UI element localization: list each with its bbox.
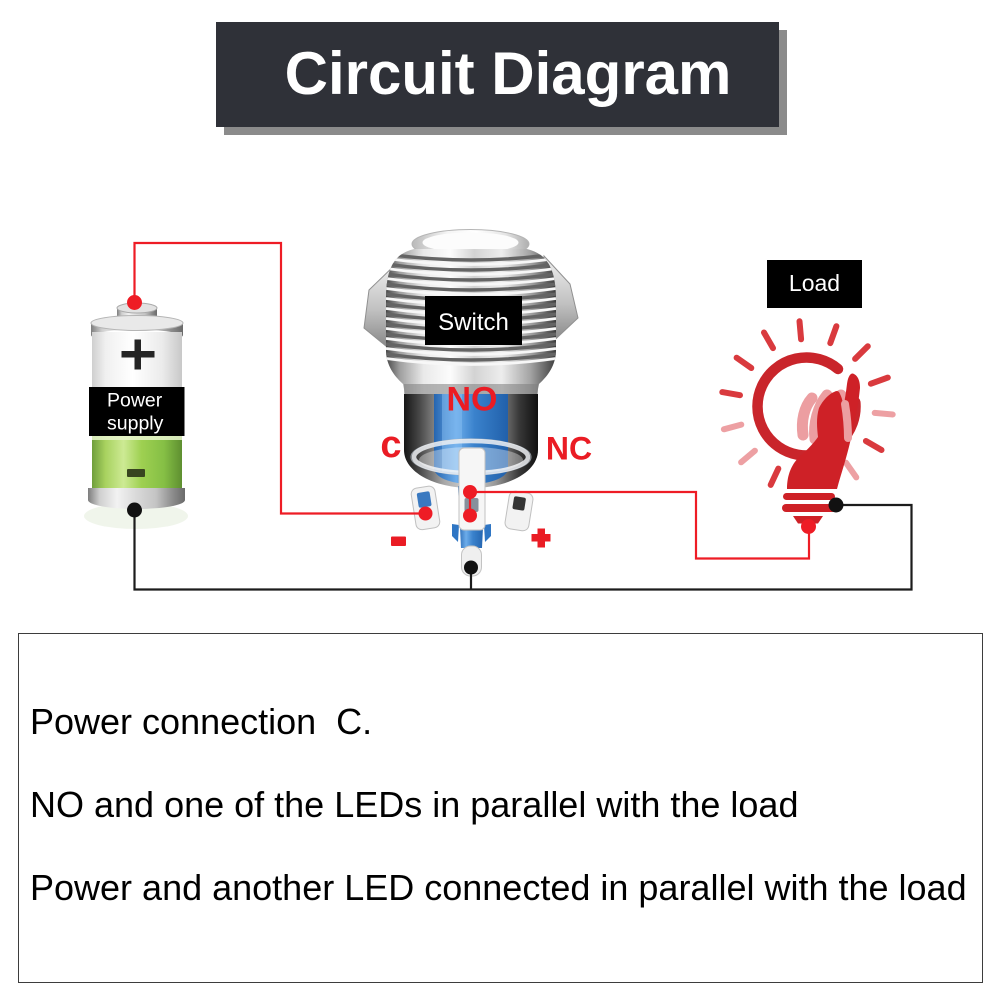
svg-text:supply: supply xyxy=(107,413,164,435)
svg-text:c: c xyxy=(380,424,401,466)
svg-text:NO: NO xyxy=(447,381,498,419)
svg-text:Load: Load xyxy=(789,270,840,296)
svg-text:Switch: Switch xyxy=(438,309,509,336)
svg-text:Power: Power xyxy=(107,390,163,412)
svg-text:NC: NC xyxy=(546,431,592,467)
